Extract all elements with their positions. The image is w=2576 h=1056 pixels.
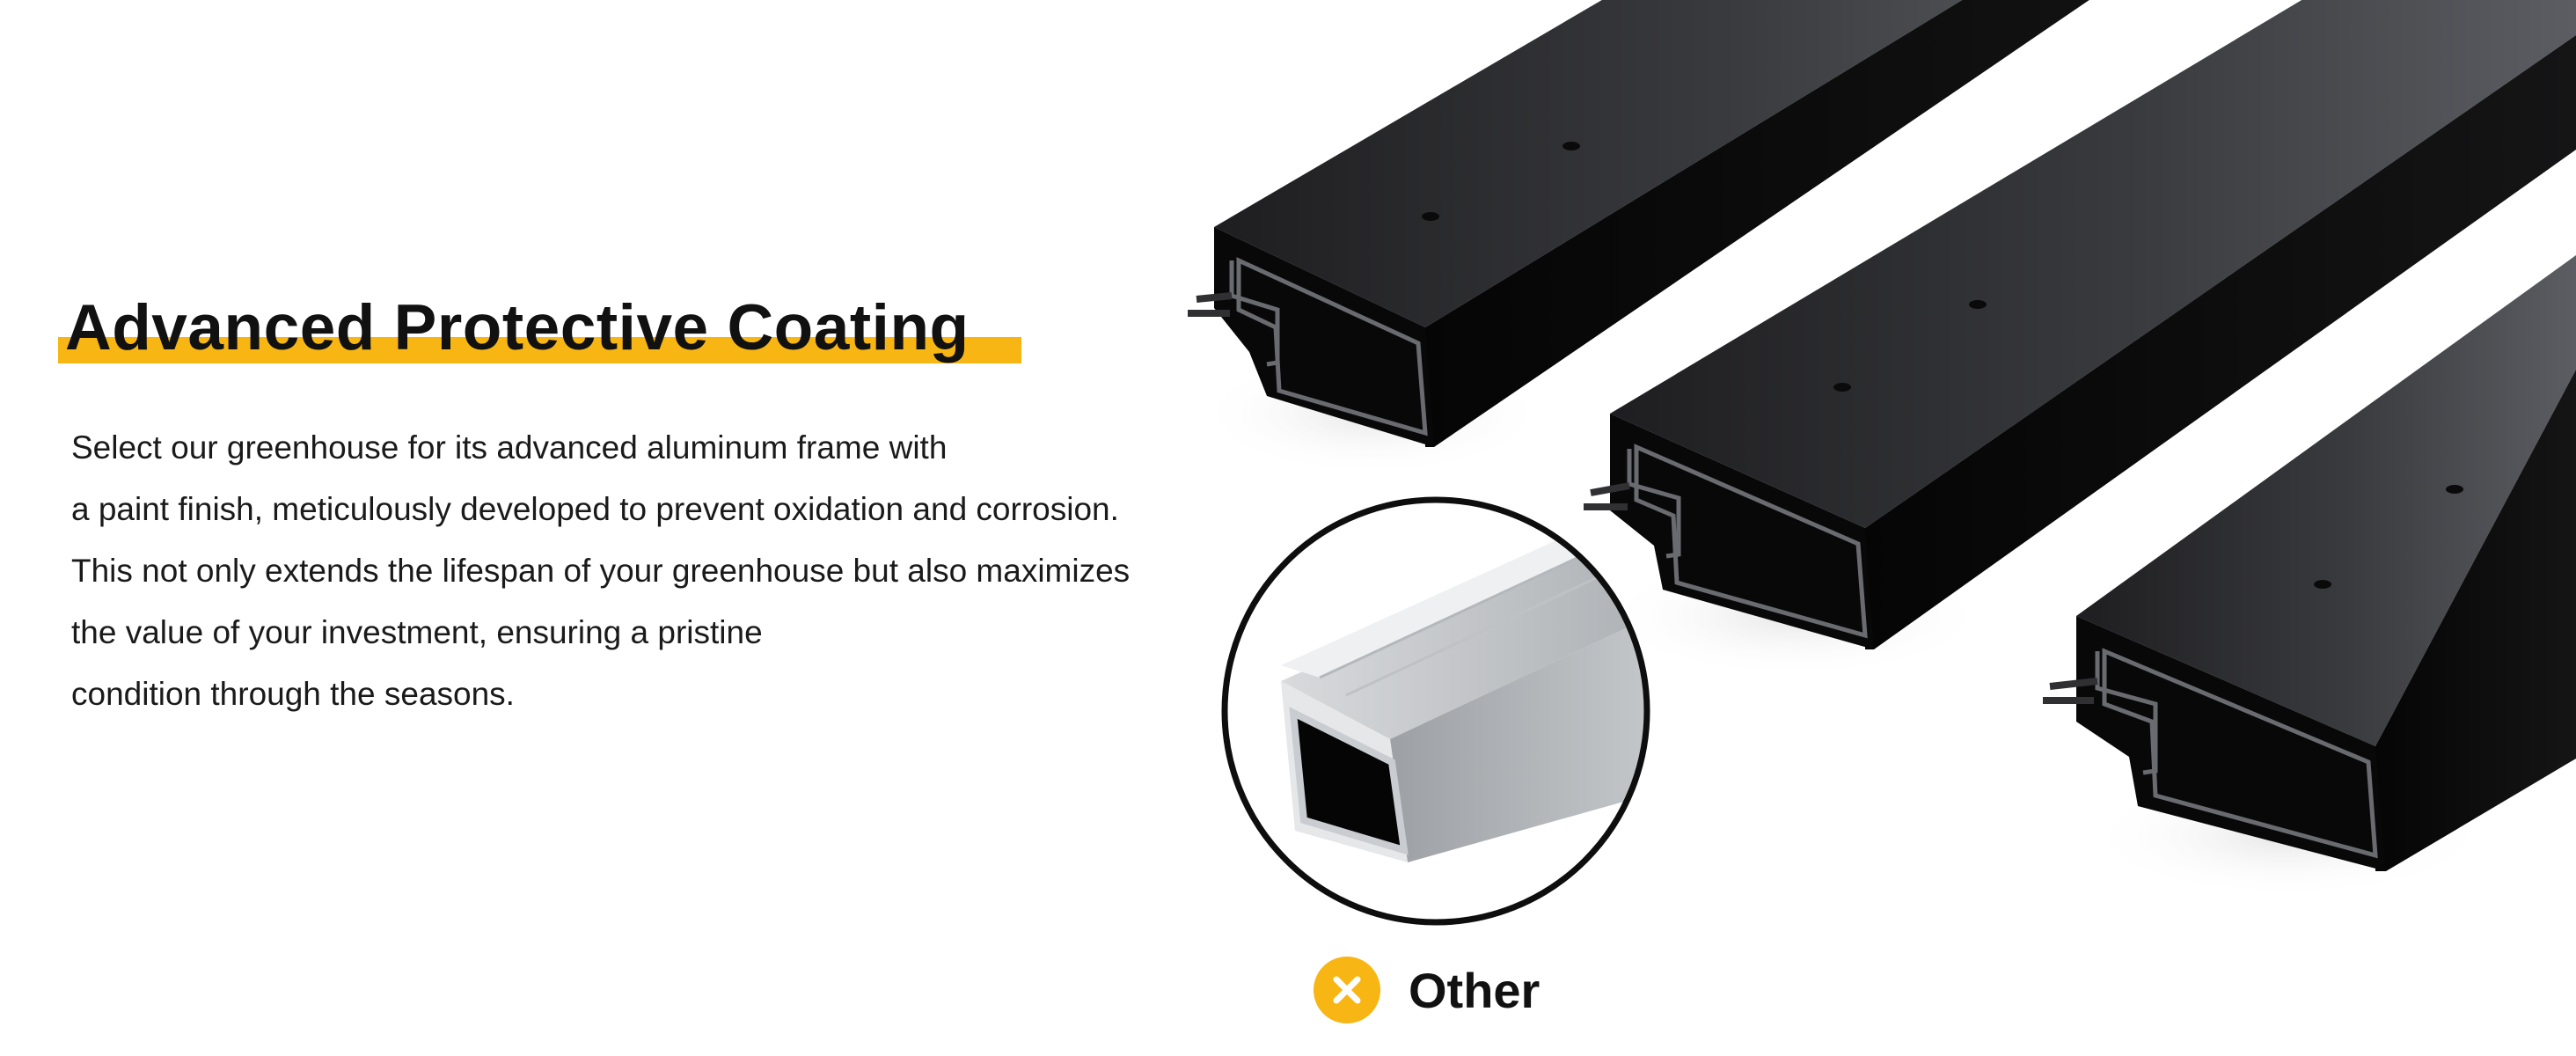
comparison-inset — [1221, 496, 1650, 926]
heading-highlight — [58, 337, 1021, 363]
description-line: This not only extends the lifespan of yo… — [71, 553, 1131, 589]
description-line: condition through the seasons. — [71, 676, 515, 712]
feature-heading: Advanced Protective Coating — [58, 290, 1021, 366]
black-profile-rail-2 — [1584, 0, 2576, 649]
description-line: the value of your investment, ensuring a… — [71, 614, 763, 650]
page-title: Advanced Protective Coating — [65, 292, 970, 363]
comparison-badge: Other — [1314, 957, 1540, 1023]
comparison-label: Other — [1409, 962, 1540, 1018]
feature-description: Select our greenhouse for its advanced a… — [71, 417, 1233, 725]
close-x-icon — [1314, 957, 1380, 1023]
description-line: a paint finish, meticulously developed t… — [71, 491, 1119, 527]
black-profile-rail-3 — [2043, 255, 2576, 871]
description-line: Select our greenhouse for its advanced a… — [71, 429, 948, 466]
black-profile-rail-1 — [1188, 0, 2089, 447]
